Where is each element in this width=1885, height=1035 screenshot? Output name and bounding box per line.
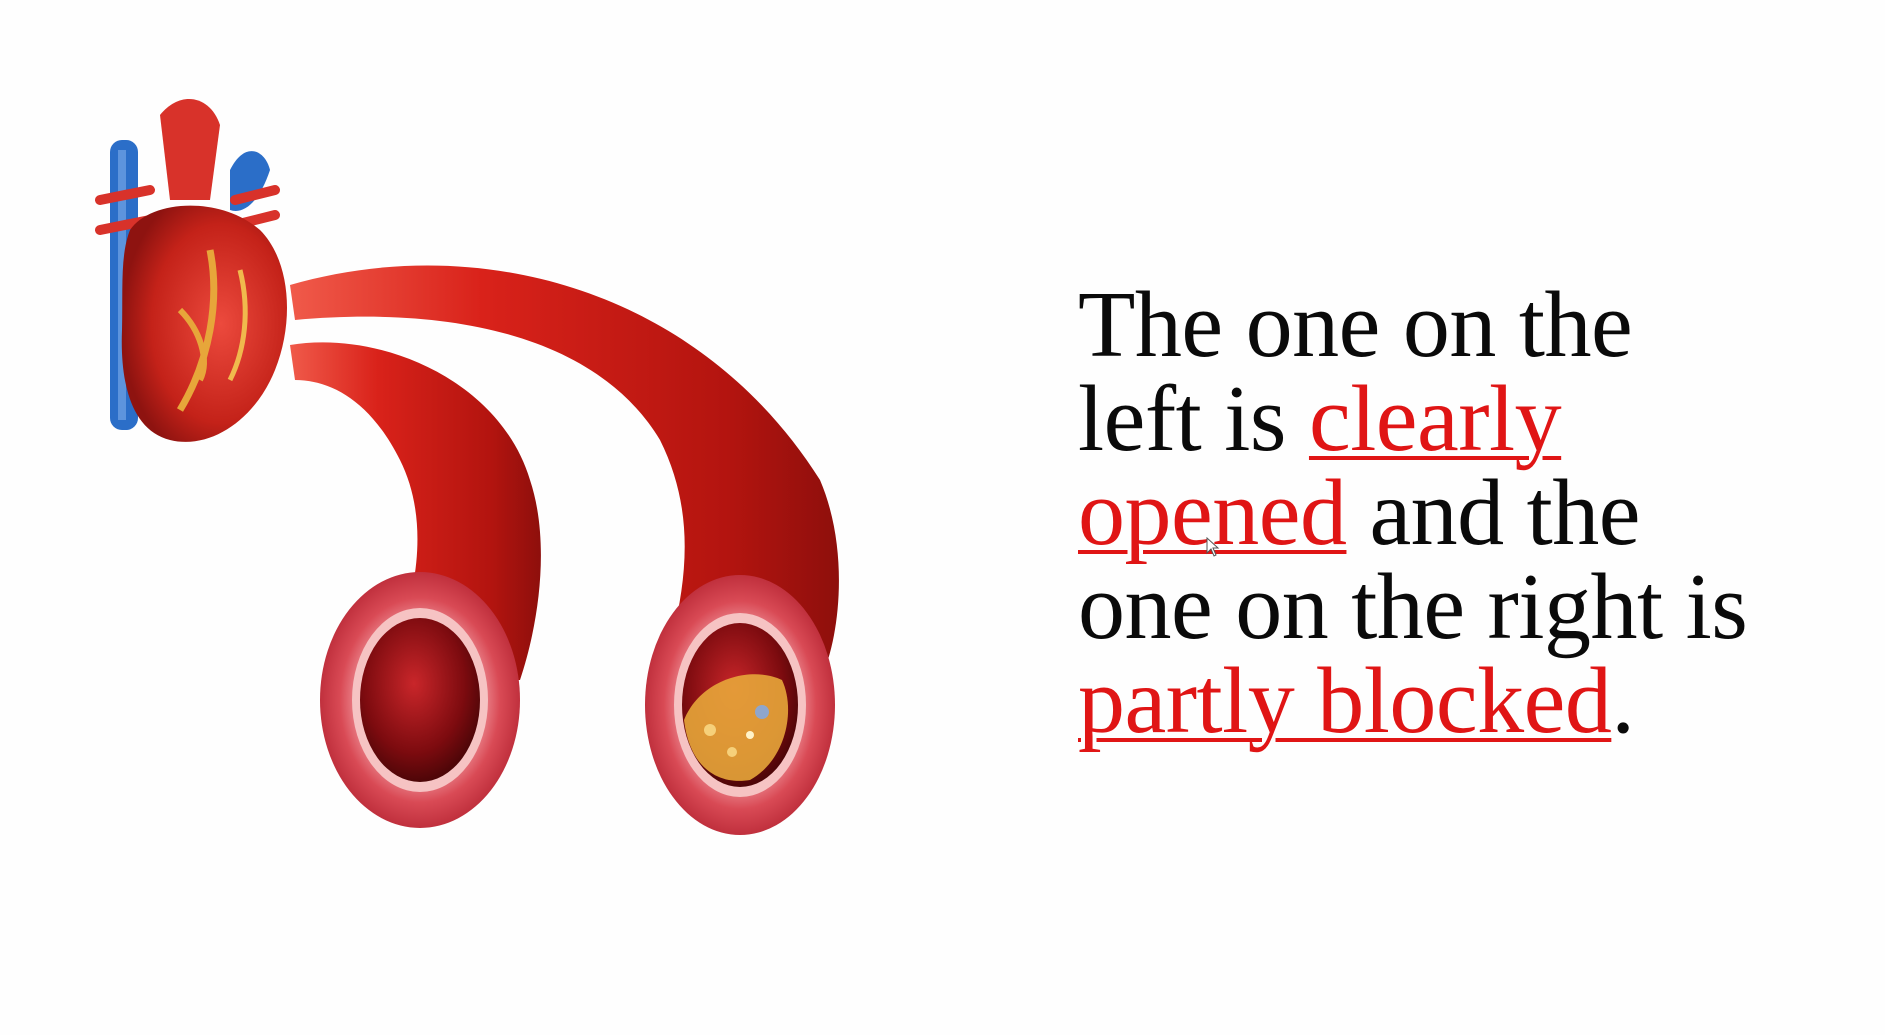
artery-right xyxy=(290,265,839,835)
caption-text: The one on the left is clearly opened an… xyxy=(1078,278,1838,748)
artery-left xyxy=(290,342,541,828)
highlight-clearly: clearly xyxy=(1308,367,1562,471)
caption-line-1: The one on the xyxy=(1078,273,1633,377)
caption-period: . xyxy=(1611,649,1635,753)
mouse-pointer-icon xyxy=(1206,537,1220,557)
caption-line-2: left is clearly xyxy=(1078,372,1838,466)
caption-line-3-text: and the xyxy=(1346,461,1641,565)
caption-line-5: partly blocked. xyxy=(1078,654,1838,748)
caption-line-4: one on the right is xyxy=(1078,555,1748,659)
caption-line-2-text: left is xyxy=(1078,367,1309,471)
heart-arteries-illustration xyxy=(95,98,839,835)
caption-line-3: opened and the xyxy=(1078,466,1838,560)
highlight-partly-blocked: partly blocked xyxy=(1078,649,1612,753)
heart-icon xyxy=(95,98,287,442)
